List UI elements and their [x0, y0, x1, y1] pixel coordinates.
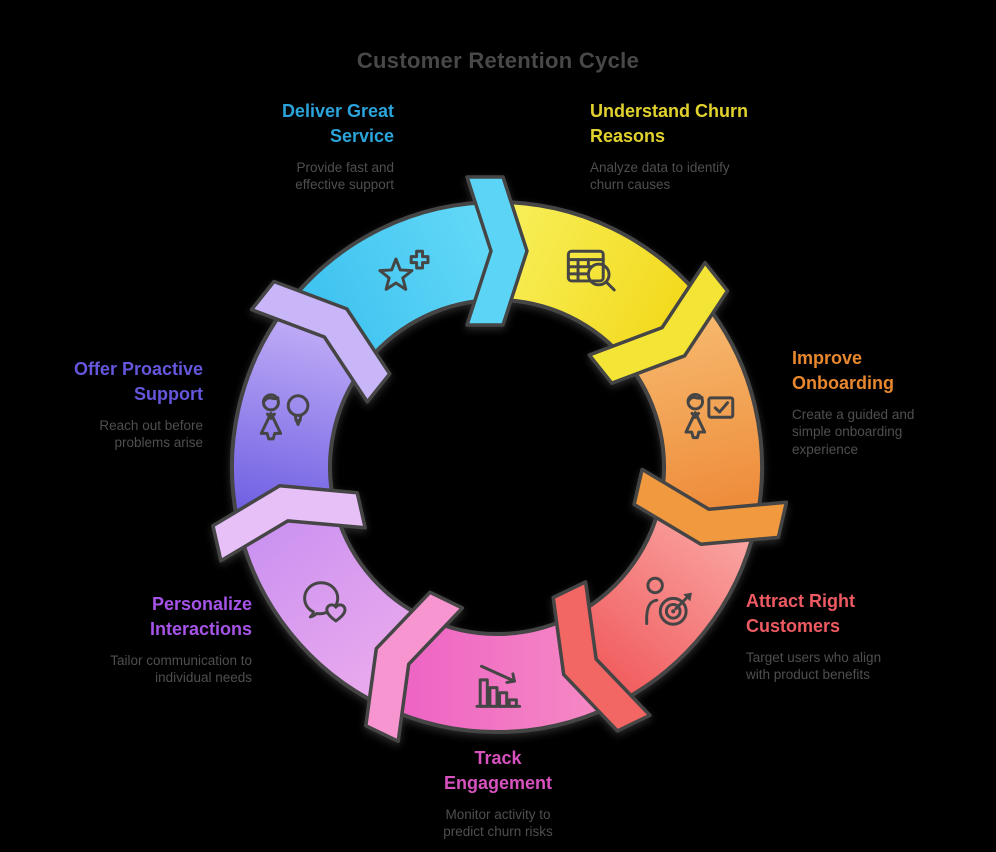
label-block-personalize-interactions: Personalize Interactions Tailor communic…	[110, 592, 252, 687]
diagram-title: Customer Retention Cycle	[356, 48, 640, 73]
segment-description: Target users who align with product bene…	[746, 649, 882, 683]
tab-deliver-great-service	[465, 175, 529, 327]
tab-understand-churn-reasons	[587, 260, 730, 385]
segment-title: Track Engagement	[443, 748, 553, 793]
label-block-attract-right-customers: Attract Right Customers Target users who…	[746, 589, 881, 684]
segment-title: Personalize Interactions	[149, 594, 252, 639]
segment-title: Improve Onboarding	[792, 348, 894, 393]
segment-description: Reach out before problems arise	[99, 417, 203, 451]
segment-description: Tailor communication to individual needs	[110, 652, 252, 686]
segment-description: Provide fast and effective support	[295, 159, 394, 193]
label-block-track-engagement: Track Engagement Monitor activity to pre…	[387, 746, 609, 841]
tab-attract-right-customers	[551, 580, 652, 733]
segment-title: Attract Right Customers	[746, 591, 855, 636]
segment-description: Create a guided and simple onboarding ex…	[792, 406, 915, 458]
segment-title: Understand Churn Reasons	[590, 101, 749, 146]
label-block-offer-proactive-support: Offer Proactive Support Reach out before…	[74, 357, 203, 452]
segment-title: Offer Proactive Support	[73, 359, 203, 404]
tab-track-engagement	[364, 590, 465, 744]
label-block-deliver-great-service: Deliver Great Service Provide fast and e…	[282, 99, 394, 194]
label-block-understand-churn-reasons: Understand Churn Reasons Analyze data to…	[590, 99, 748, 194]
segment-description: Monitor activity to predict churn risks	[443, 806, 553, 840]
tab-personalize-interactions	[211, 484, 367, 563]
segment-title: Deliver Great Service	[281, 101, 394, 146]
segment-description: Analyze data to identify churn causes	[590, 159, 730, 193]
label-block-improve-onboarding: Improve Onboarding Create a guided and s…	[792, 346, 914, 459]
tab-improve-onboarding	[632, 467, 789, 547]
tab-offer-proactive-support	[249, 279, 392, 404]
